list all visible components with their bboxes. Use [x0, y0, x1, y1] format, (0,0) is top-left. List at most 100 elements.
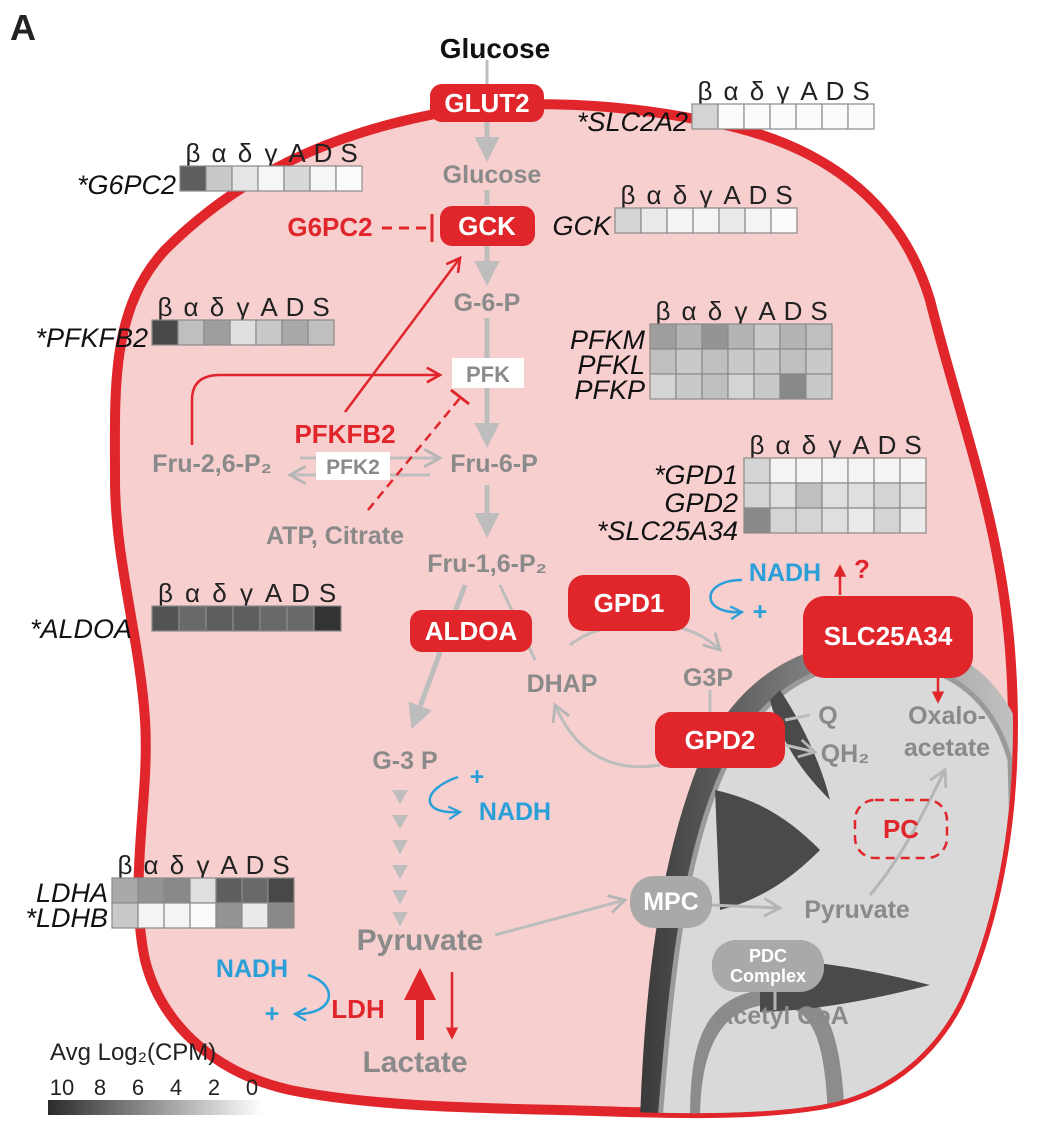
- heatmap-header-letter: γ: [735, 296, 748, 326]
- nadh-glycolysis-label: NADH: [479, 798, 551, 826]
- heatmap-header-letter: S: [775, 180, 792, 210]
- heatmap-cell: [847, 507, 875, 534]
- heatmap-cell: [717, 103, 745, 130]
- g3p-label: G3P: [683, 664, 733, 692]
- heatmap-header-letter: A: [220, 850, 238, 880]
- heatmap-cell: [257, 165, 285, 192]
- heatmap-cell: [770, 207, 798, 234]
- heatmap-header-letter: S: [319, 578, 336, 608]
- heatmap-cell: [779, 373, 807, 400]
- heatmap-cell: [241, 902, 269, 929]
- heatmap-cell: [163, 902, 191, 929]
- heatmap-cell: [769, 457, 797, 484]
- heatmap-header-letter: δ: [708, 296, 722, 326]
- nadh-curve-glycolysis: [428, 775, 463, 821]
- heatmap-cell: [795, 507, 823, 534]
- heatmap-header-letter: β: [186, 138, 201, 168]
- heatmap-cell: [640, 207, 668, 234]
- heatmap-cell: [727, 348, 755, 375]
- heatmap-header-letter: D: [246, 850, 265, 880]
- heatmap-cell: [203, 319, 231, 346]
- mpc-transporter: MPC: [630, 876, 712, 928]
- heatmap-cell: [821, 507, 849, 534]
- nadh-ldh-label: NADH: [216, 955, 288, 983]
- nadh-gpd1-label: NADH: [749, 559, 821, 587]
- heatmap-gene-label: GPD2: [664, 488, 738, 518]
- svg-text:ALDOA: ALDOA: [425, 616, 518, 646]
- heatmap-header-letter: γ: [237, 292, 250, 322]
- heatmap-header-letter: β: [656, 296, 671, 326]
- heatmap-cell: [899, 457, 927, 484]
- svg-text:GCK: GCK: [458, 211, 516, 241]
- heatmap-cell: [779, 323, 807, 350]
- heatmap-cell: [163, 877, 191, 904]
- heatmap-header-letter: α: [723, 76, 738, 106]
- oxaloacetate-label-line2: acetate: [904, 734, 990, 762]
- panel-label: A: [10, 7, 36, 48]
- heatmap-cell: [649, 348, 677, 375]
- heatmap-header-letter: β: [621, 180, 636, 210]
- heatmap-cell: [873, 507, 901, 534]
- heatmap-cell: [137, 877, 165, 904]
- fru26p2-to-pfk-arrow: [190, 366, 443, 445]
- arrow-gpd2-q: [784, 713, 811, 722]
- heatmap-header-letter: S: [312, 292, 329, 322]
- heatmap-cell: [335, 165, 363, 192]
- svg-text:Complex: Complex: [730, 966, 806, 986]
- heatmap-cell: [241, 877, 269, 904]
- heatmap-cell: [805, 348, 833, 375]
- heatmap-cell: [718, 207, 746, 234]
- heatmap-header-letter: γ: [700, 180, 713, 210]
- pfk2-enzyme: PFK2: [316, 452, 390, 480]
- heatmap-gene-label: PFKM: [570, 325, 646, 355]
- heatmap-header-letter: β: [118, 850, 133, 880]
- heatmap-cell: [283, 165, 311, 192]
- acetyl-coa-label: Acetyl CoA: [715, 1002, 848, 1030]
- heatmap-cell: [229, 319, 257, 346]
- heatmap-cell: [692, 207, 720, 234]
- g6pc2-regulator-label: G6PC2: [287, 212, 372, 242]
- heatmap-cell: [701, 348, 729, 375]
- heatmap-gene-label: GCK: [552, 211, 612, 241]
- arrow-gpd2-dhap: [551, 702, 661, 769]
- heatmap-cell: [307, 319, 335, 346]
- svg-text:SLC25A34: SLC25A34: [824, 621, 953, 651]
- slc25a34-enzyme: SLC25A34: [803, 596, 973, 678]
- heatmap-cell: [701, 373, 729, 400]
- heatmap-cell: [151, 605, 180, 632]
- fru26p2-label: Fru-2,6-P₂: [152, 450, 271, 478]
- heatmap-header-letter: δ: [170, 850, 184, 880]
- legend-title: Avg Log₂(CPM): [50, 1039, 216, 1066]
- heatmap-cell: [614, 207, 642, 234]
- legend-tick-label: 8: [94, 1075, 106, 1100]
- dhap-label: DHAP: [527, 670, 598, 698]
- heatmap-cell: [873, 482, 901, 509]
- heatmap-header-letter: A: [260, 292, 278, 322]
- svg-text:PDC: PDC: [749, 946, 787, 966]
- heatmap-cell: [675, 373, 703, 400]
- heatmap-cell: [899, 507, 927, 534]
- heatmap-cell: [727, 323, 755, 350]
- heatmap-cell: [753, 373, 781, 400]
- heatmap-header-letter: D: [878, 430, 897, 460]
- heatmap-cell: [805, 373, 833, 400]
- heatmap-cell: [821, 103, 849, 130]
- heatmap-cell: [259, 605, 288, 632]
- heatmap-cell: [231, 165, 259, 192]
- arrow-pyruvate-mpc: [494, 894, 628, 937]
- heatmap-cell: [795, 457, 823, 484]
- svg-text:GPD1: GPD1: [594, 588, 665, 618]
- heatmap-header-letter: D: [291, 578, 310, 608]
- heatmap-cell: [111, 902, 139, 929]
- nadh-curve-gpd1: [709, 578, 745, 620]
- heatmap-header-letter: A: [723, 180, 741, 210]
- heatmap-cell: [743, 482, 771, 509]
- svg-text:PC: PC: [883, 814, 919, 844]
- heatmap-header-letter: A: [800, 76, 818, 106]
- heatmap-header-letter: γ: [265, 138, 278, 168]
